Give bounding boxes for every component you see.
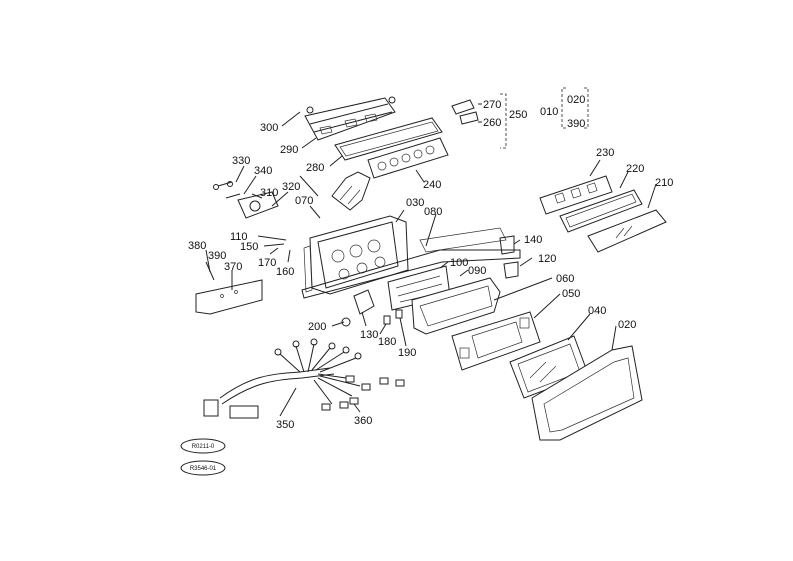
mount-plate-part (195, 279, 263, 315)
callout-240: 240 (423, 179, 441, 191)
bulb-sockets-part (321, 397, 359, 411)
code-oval-1 (180, 438, 226, 454)
connector-harness-upper (331, 171, 371, 211)
callout-170: 170 (258, 257, 276, 269)
callout-390-top: 390 (567, 118, 585, 130)
callout-230: 230 (596, 147, 614, 159)
bezel-frame-part (411, 277, 501, 335)
panel-lens-part (587, 209, 667, 253)
small-bulb-part (451, 99, 479, 125)
upper-bracket-part (304, 96, 396, 141)
callout-220: 220 (626, 163, 644, 175)
callout-020: 020 (618, 319, 636, 331)
callout-labels: 300 290 270 260 250 010 020 390 280 240 … (188, 94, 673, 431)
leader-lines (205, 103, 657, 417)
callout-340: 340 (254, 165, 272, 177)
callout-080: 080 (424, 206, 442, 218)
meter-housing-part (303, 215, 409, 295)
dial-panel-part (451, 311, 541, 371)
group-bracket-250 (500, 93, 507, 149)
callout-120: 120 (538, 253, 556, 265)
callout-300: 300 (260, 122, 278, 134)
code-r3546: R3546-01 (190, 466, 217, 472)
callout-160: 160 (276, 266, 294, 278)
callout-060: 060 (556, 273, 574, 285)
callout-250: 250 (509, 109, 527, 121)
lamp-plate-part (367, 137, 449, 179)
callout-320: 320 (282, 181, 300, 193)
code-r0211: R0211-0 (192, 444, 215, 450)
circuit-frame-part (301, 227, 521, 299)
callout-200: 200 (308, 321, 326, 333)
callout-330: 330 (232, 155, 250, 167)
switch-panel-part (539, 175, 613, 215)
callout-280: 280 (306, 162, 324, 174)
callout-070: 070 (295, 195, 313, 207)
callout-100: 100 (450, 257, 468, 269)
callout-360: 360 (354, 415, 372, 427)
callout-140: 140 (524, 234, 542, 246)
wire-harness-part (203, 338, 405, 419)
callout-350: 350 (276, 419, 294, 431)
callout-180: 180 (378, 336, 396, 348)
clip-part-120 (503, 261, 519, 279)
callout-110: 110 (230, 231, 248, 243)
callout-030: 030 (406, 197, 424, 209)
callout-260: 260 (483, 117, 501, 129)
callout-050: 050 (562, 288, 580, 300)
callout-210: 210 (655, 177, 673, 189)
callout-390: 390 (208, 250, 226, 262)
callout-020-top: 020 (567, 94, 585, 106)
group-bracket-010-right (584, 87, 589, 129)
callout-190: 190 (398, 347, 416, 359)
clip-part-140 (499, 235, 515, 255)
reference-codes: R0211-0 R3546-01 (180, 438, 226, 476)
callout-290: 290 (280, 144, 298, 156)
gasket-plate-part (334, 117, 443, 161)
code-oval-2 (180, 460, 226, 476)
panel-frame-part (559, 189, 643, 233)
callout-130: 130 (360, 329, 378, 341)
callout-270: 270 (483, 99, 501, 111)
callout-380: 380 (188, 240, 206, 252)
callout-150: 150 (240, 241, 258, 253)
callout-010: 010 (540, 106, 558, 118)
mount-bracket-part (213, 181, 279, 219)
callout-310: 310 (260, 187, 278, 199)
callout-040: 040 (588, 305, 606, 317)
callout-090: 090 (468, 265, 486, 277)
callout-370: 370 (224, 261, 242, 273)
small-bracket-part (341, 289, 403, 327)
group-bracket-010-left (561, 87, 566, 129)
